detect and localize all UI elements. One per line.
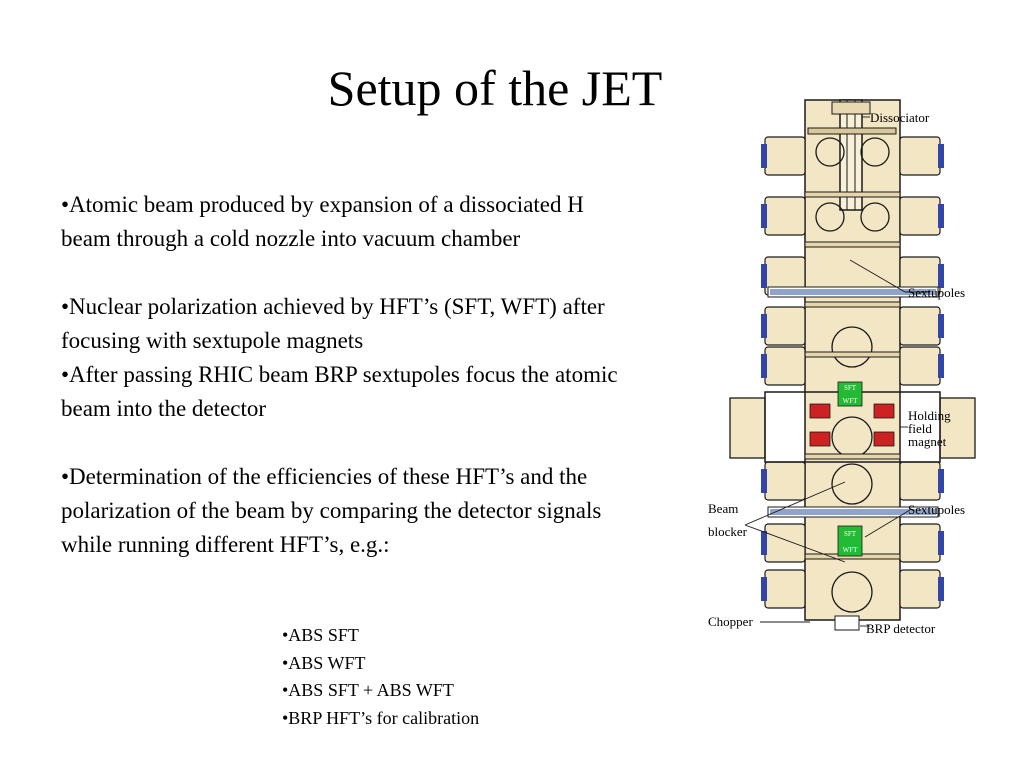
holding-field-magnet: [729, 391, 976, 463]
wft-top-label: WFT: [843, 397, 859, 405]
bullet-brp-sextupoles: •After passing RHIC beam BRP sextupoles …: [61, 362, 618, 421]
hft-bottom: SFT WFT: [837, 525, 863, 557]
brp-detector-label: BRP detector: [866, 621, 936, 636]
holding-field-label-1: Holding: [908, 408, 951, 423]
side-magnets: [761, 136, 944, 609]
sub-bullet-abs-sft: •ABS SFT: [282, 625, 359, 645]
bullet-spacer: [61, 426, 621, 460]
beam-blocker-label-2: blocker: [708, 524, 748, 539]
sub-bullet-list: •ABS SFT •ABS WFT •ABS SFT + ABS WFT •BR…: [282, 622, 479, 732]
bullet-list: •Atomic beam produced by expansion of a …: [61, 188, 621, 562]
sextupoles-top-label: Sextupoles: [908, 285, 965, 300]
chopper-label: Chopper: [708, 614, 753, 629]
sft-top-label: SFT: [844, 384, 857, 392]
slide-title: Setup of the JET: [327, 60, 663, 116]
bullet-nuclear-polarization: •Nuclear polarization achieved by HFT’s …: [61, 294, 605, 353]
sft-bottom-label: SFT: [844, 530, 857, 538]
jet-setup-diagram: SFT WFT SFT WFT Dissociator Sextupoles H…: [708, 99, 976, 636]
sextupoles-bottom-label: Sextupoles: [908, 502, 965, 517]
leader-lines: [744, 116, 930, 627]
bullet-spacer: [61, 256, 621, 290]
sub-bullet-brp-calibration: •BRP HFT’s for calibration: [282, 707, 480, 728]
wft-bottom-label: WFT: [843, 546, 859, 554]
dissociator-label: Dissociator: [870, 110, 930, 125]
sextupoles-top: [767, 286, 939, 298]
flange-plate: [807, 127, 897, 135]
beam-blocker-label-1: Beam: [708, 501, 738, 516]
separator-plates: [804, 191, 901, 560]
hft-top: SFT WFT: [837, 381, 863, 407]
bullet-efficiency-determination: •Determination of the efficiencies of th…: [61, 464, 602, 557]
brp-detector-box: [834, 615, 860, 631]
sub-bullet-abs-wft: •ABS WFT: [282, 652, 366, 673]
bullet-atomic-beam: •Atomic beam produced by expansion of a …: [61, 192, 584, 251]
holding-field-label-2: field: [908, 421, 932, 436]
sub-bullet-abs-sft-wft: •ABS SFT + ABS WFT: [282, 680, 454, 700]
holding-field-label-3: magnet: [908, 434, 947, 449]
sextupoles-bottom: [767, 506, 939, 518]
